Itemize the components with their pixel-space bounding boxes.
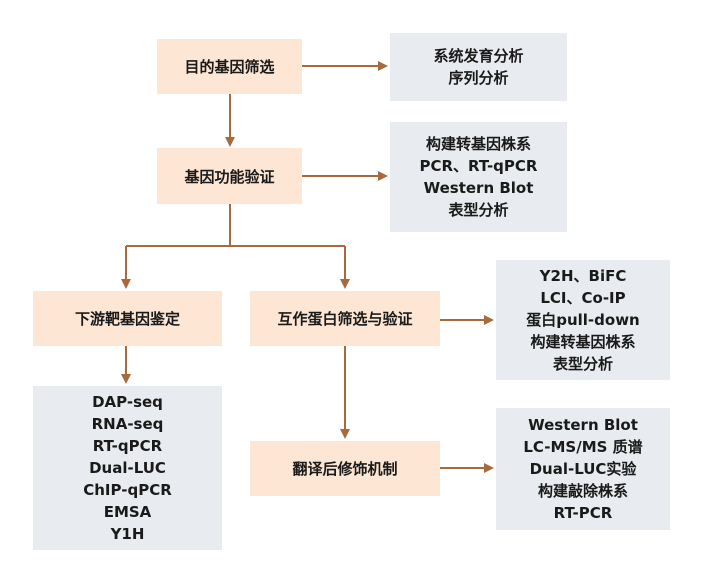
method-item: 构建转基因株系 [530, 333, 636, 351]
method-item: 序列分析 [448, 69, 509, 87]
step-label: 翻译后修饰机制 [292, 460, 398, 478]
method-item: RT-PCR [553, 504, 613, 522]
method-item: 系统发育分析 [433, 47, 524, 65]
step-interacting-protein-screening: 互作蛋白筛选与验证 [250, 291, 440, 346]
methods-interaction: Y2H、BiFC LCI、Co-IP 蛋白pull-down 构建转基因株系 表… [496, 260, 670, 380]
method-item: RT-qPCR [92, 437, 163, 455]
method-item: Y2H、BiFC [539, 267, 627, 285]
method-item: 表型分析 [448, 201, 509, 219]
methods-downstream: DAP-seq RNA-seq RT-qPCR Dual-LUC ChIP-qP… [33, 386, 222, 550]
methods-screening: 系统发育分析 序列分析 [390, 33, 567, 101]
step-post-translational-modification: 翻译后修饰机制 [250, 441, 440, 496]
method-item: Western Blot [423, 179, 534, 197]
method-item: 构建转基因株系 [425, 135, 531, 153]
step-gene-function-validation: 基因功能验证 [157, 148, 302, 204]
method-item: 表型分析 [552, 355, 613, 373]
method-item: Western Blot [528, 416, 638, 434]
method-item: LCI、Co-IP [540, 289, 626, 307]
method-item: Dual-LUC实验 [529, 460, 637, 478]
step-label: 目的基因筛选 [184, 58, 275, 76]
method-item: 蛋白pull-down [526, 311, 640, 329]
step-label: 基因功能验证 [184, 167, 275, 186]
method-item: ChIP-qPCR [83, 481, 172, 499]
methods-validation: 构建转基因株系 PCR、RT-qPCR Western Blot 表型分析 [390, 122, 567, 232]
method-item: RNA-seq [91, 415, 164, 433]
method-item: Dual-LUC [89, 459, 166, 477]
step-label: 互作蛋白筛选与验证 [277, 310, 413, 328]
methods-ptm: Western Blot LC-MS/MS 质谱 Dual-LUC实验 构建敲除… [496, 408, 670, 530]
method-item: PCR、RT-qPCR [419, 157, 538, 175]
step-downstream-target-identification: 下游靶基因鉴定 [33, 291, 222, 346]
method-item: EMSA [103, 503, 152, 521]
method-item: Y1H [110, 525, 145, 543]
step-label: 下游靶基因鉴定 [74, 310, 180, 328]
method-item: LC-MS/MS 质谱 [523, 438, 643, 456]
method-item: DAP-seq [92, 393, 163, 411]
method-item: 构建敲除株系 [537, 482, 628, 500]
step-target-gene-screening: 目的基因筛选 [157, 39, 302, 94]
